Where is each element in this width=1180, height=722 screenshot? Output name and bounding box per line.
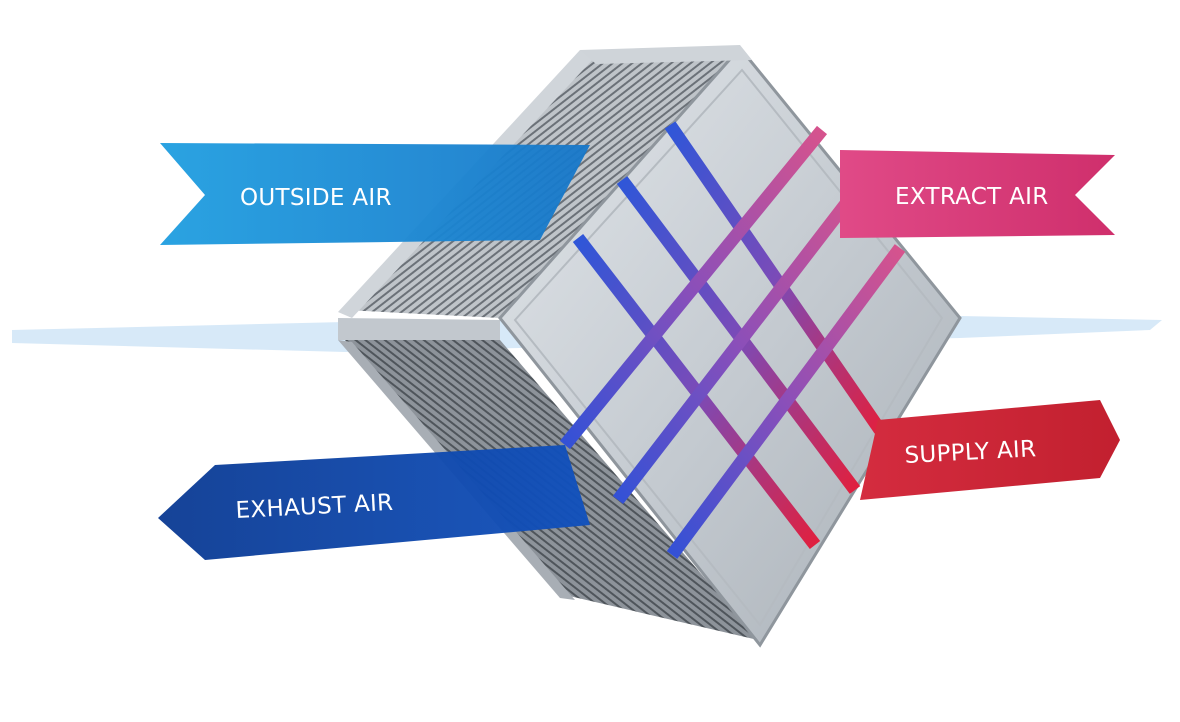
- extract-air-label: EXTRACT AIR: [840, 150, 1115, 238]
- stripe-pink-1: [559, 125, 828, 450]
- extract-air-ribbon: [840, 150, 1115, 238]
- frame-edge-mid: [338, 318, 500, 340]
- airflow-stripes: [559, 121, 906, 559]
- front-panel-inner: [513, 68, 944, 627]
- outside-air-label: OUTSIDE AIR: [160, 143, 590, 245]
- exhaust-air-label: EXHAUST AIR: [158, 445, 590, 560]
- frame-corner-top: [580, 45, 752, 64]
- supply-air-ribbon: [860, 400, 1120, 500]
- supply-air-label: SUPPLY AIR: [860, 400, 1120, 500]
- stripe-pink-3: [666, 244, 906, 559]
- stripe-blue-1: [664, 121, 886, 434]
- outside-air-ribbon: [160, 143, 590, 245]
- stripe-pink-2: [612, 184, 864, 504]
- extract-air-text: EXTRACT AIR: [895, 184, 1049, 210]
- exhaust-air-ribbon: [158, 445, 590, 560]
- outside-air-text: OUTSIDE AIR: [240, 185, 392, 211]
